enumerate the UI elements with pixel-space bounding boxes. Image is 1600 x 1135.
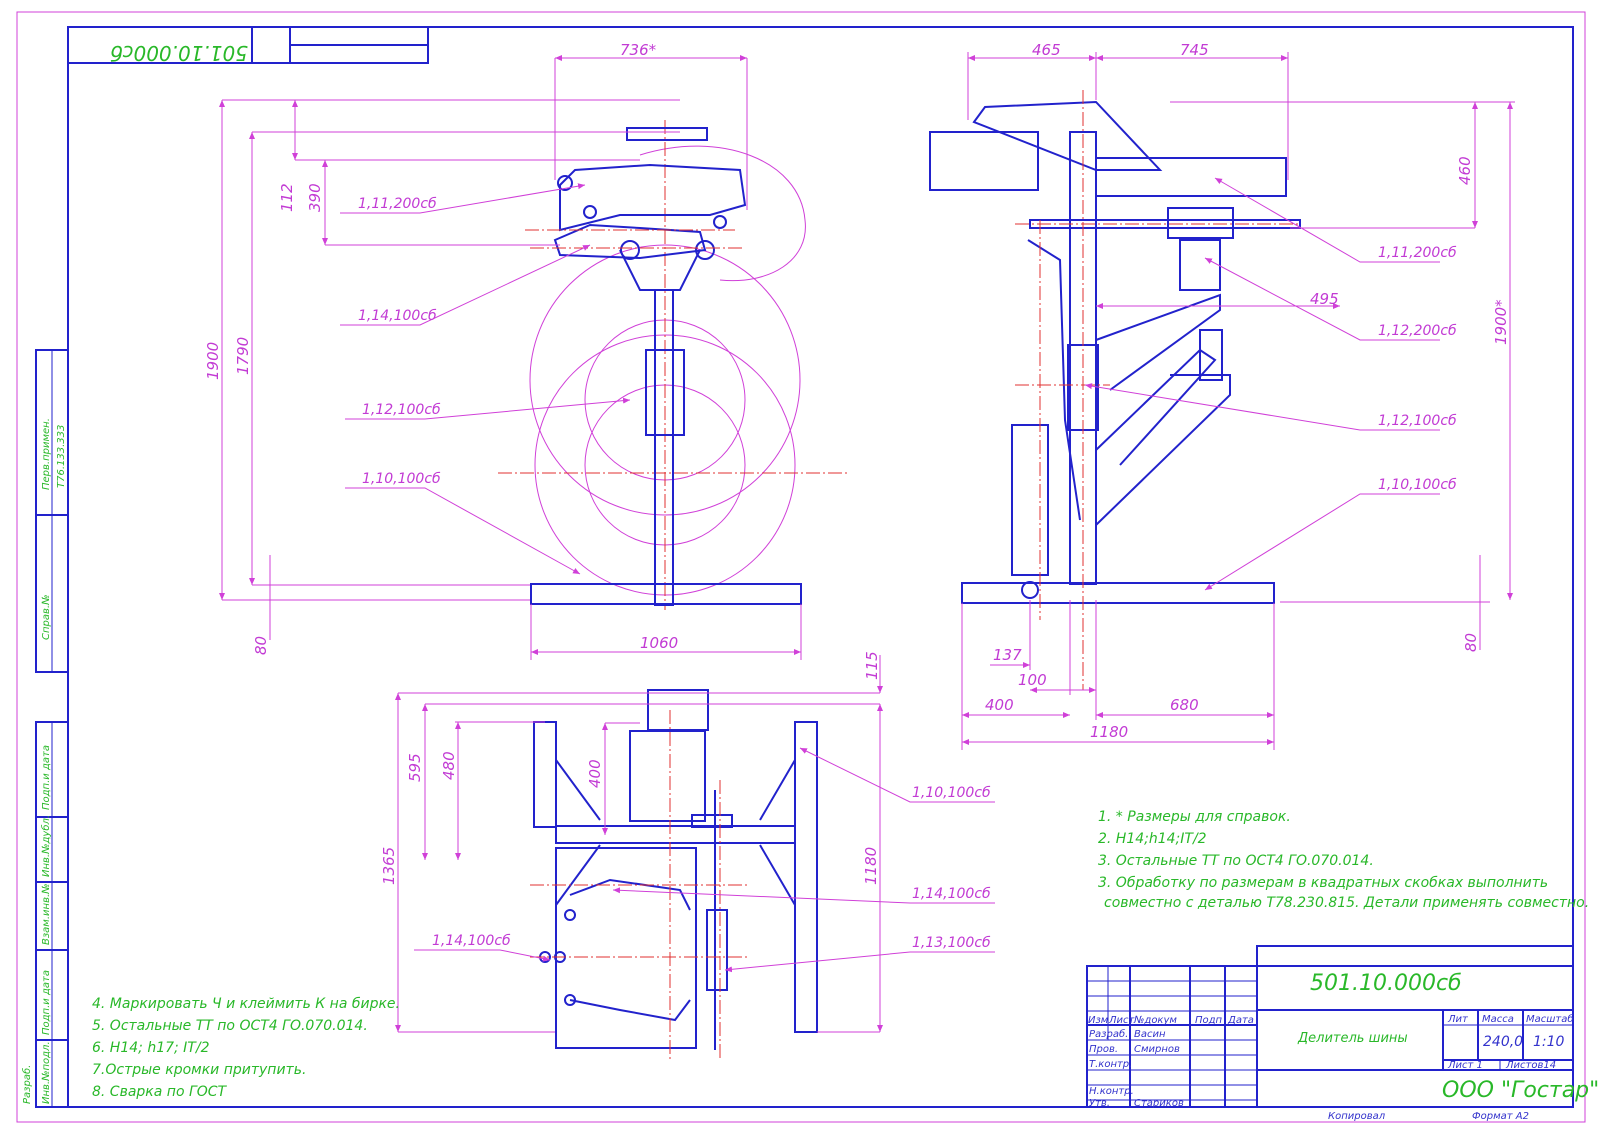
row-role-1: Разраб. bbox=[1089, 1028, 1128, 1040]
side-leader-2: 1,12,200сб bbox=[1378, 323, 1457, 339]
corner-code-box: 501.10.000сб bbox=[67, 26, 429, 65]
row-role-3: Т.контр. bbox=[1089, 1059, 1132, 1070]
note-right-1: 1. * Размеры для справок. bbox=[1098, 809, 1291, 825]
side-dim-1180: 1180 bbox=[1090, 723, 1128, 741]
side-dim-400: 400 bbox=[985, 696, 1014, 714]
side-dim-680: 680 bbox=[1170, 696, 1199, 714]
front-leader-3: 1,12,100сб bbox=[362, 402, 441, 418]
inv-dubl-label: Инв.№дубл. bbox=[40, 815, 52, 877]
side-dim-137: 137 bbox=[993, 646, 1022, 664]
title-block: 501.10.000сб Делитель шины ООО "Гостар" … bbox=[1086, 945, 1599, 1122]
note-right-3: 3. Остальные ТТ по ОСТ4 ГО.070.014. bbox=[1098, 853, 1374, 869]
note-left-4: 7.Острые кромки притупить. bbox=[92, 1062, 306, 1078]
note-right-5: совместно с деталью Т78.230.815. Детали … bbox=[1104, 895, 1589, 911]
front-dim-80: 80 bbox=[252, 636, 270, 655]
note-right-2: 2. Н14;h14;IT/2 bbox=[1098, 831, 1207, 847]
stamp-title: Делитель шины bbox=[1297, 1031, 1408, 1046]
podp-data-2-label: Подп.и дата bbox=[41, 970, 52, 1035]
front-leader-1: 1,11,200сб bbox=[358, 196, 437, 212]
top-leader-1: 1,10,100сб bbox=[912, 785, 991, 801]
left-strip: Перв.примен. Т76.133.333 Справ.№ Подп.и … bbox=[21, 349, 69, 1108]
side-dim-80: 80 bbox=[1462, 633, 1480, 652]
sheet-label: Лист 1 bbox=[1447, 1060, 1483, 1071]
front-dim-top: 736* bbox=[620, 41, 657, 59]
row-name-2: Смирнов bbox=[1134, 1044, 1180, 1055]
razrab-label: Разраб. bbox=[21, 1065, 33, 1104]
top-leader-4: 1,14,100сб bbox=[432, 933, 511, 949]
row-role-4: Н.контр. bbox=[1089, 1086, 1134, 1097]
scale-label: Масштаб bbox=[1526, 1013, 1574, 1025]
stamp-designation: 501.10.000сб bbox=[1310, 971, 1462, 996]
side-dim-100: 100 bbox=[1018, 671, 1047, 689]
top-dim-480: 480 bbox=[440, 751, 458, 780]
perv-primen-label: Перв.примен. bbox=[41, 418, 52, 490]
front-dim-112: 112 bbox=[278, 183, 296, 212]
note-left-5: 8. Сварка по ГОСТ bbox=[92, 1084, 228, 1100]
top-dim-595: 595 bbox=[406, 753, 424, 782]
side-dim-495: 495 bbox=[1310, 290, 1339, 308]
top-view: 115 595 480 400 1365 1180 1,10,100сб 1,1… bbox=[380, 651, 995, 1060]
note-left-2: 5. Остальные ТТ по ОСТ4 ГО.070.014. bbox=[92, 1018, 368, 1034]
col-izm: Изм bbox=[1088, 1015, 1109, 1026]
row-role-5: Утв. bbox=[1089, 1098, 1110, 1109]
vzam-inv-label: Взам.инв.№ bbox=[41, 883, 52, 945]
side-leader-4: 1,10,100сб bbox=[1378, 477, 1457, 493]
side-dim-1900s: 1900* bbox=[1492, 299, 1510, 345]
row-name-1: Васин bbox=[1134, 1029, 1166, 1040]
front-leader-2: 1,14,100сб bbox=[358, 308, 437, 324]
sprav-label: Справ.№ bbox=[41, 595, 52, 640]
top-leader-2: 1,14,100сб bbox=[912, 886, 991, 902]
copied-label: Копировал bbox=[1328, 1111, 1386, 1122]
note-right-4: 3. Обработку по размерам в квадратных ск… bbox=[1098, 875, 1548, 891]
inv-podl-label: Инв.№подл. bbox=[41, 1041, 52, 1104]
front-dim-1790: 1790 bbox=[234, 337, 252, 375]
stamp-company: ООО "Гостар" bbox=[1442, 1078, 1599, 1103]
corner-code: 501.10.000сб bbox=[110, 41, 248, 65]
front-leader-4: 1,10,100сб bbox=[362, 471, 441, 487]
col-podp: Подп bbox=[1195, 1015, 1223, 1026]
side-leader-1: 1,11,200сб bbox=[1378, 245, 1457, 261]
col-data: Дата bbox=[1227, 1015, 1254, 1026]
notes-right: 1. * Размеры для справок. 2. Н14;h14;IT/… bbox=[1098, 809, 1589, 911]
mass-value: 240,0 bbox=[1483, 1034, 1523, 1050]
side-dim-465: 465 bbox=[1032, 41, 1061, 59]
outer-border bbox=[16, 11, 1586, 1123]
col-list: Лист bbox=[1108, 1015, 1136, 1026]
top-dim-1365: 1365 bbox=[380, 847, 398, 885]
front-dim-1060: 1060 bbox=[640, 634, 678, 652]
front-dim-1900: 1900 bbox=[204, 342, 222, 380]
top-dim-115: 115 bbox=[863, 651, 881, 680]
side-dim-745: 745 bbox=[1180, 41, 1209, 59]
front-view: 736* 112 390 1900 1790 80 1060 1,11,200с… bbox=[204, 41, 850, 660]
mass-label: Масса bbox=[1482, 1014, 1514, 1025]
note-left-1: 4. Маркировать Ч и клеймить К на бирке. bbox=[92, 996, 400, 1012]
front-dim-390: 390 bbox=[306, 183, 324, 212]
scale-value: 1:10 bbox=[1533, 1034, 1565, 1050]
top-dim-400: 400 bbox=[586, 759, 604, 788]
lit-label: Лит bbox=[1447, 1014, 1469, 1025]
format-label: Формат А2 bbox=[1472, 1111, 1529, 1122]
perv-primen-value: Т76.133.333 bbox=[56, 425, 67, 488]
row-role-2: Пров. bbox=[1089, 1044, 1118, 1055]
note-left-3: 6. Н14; h17; IT/2 bbox=[92, 1040, 210, 1056]
side-leader-3: 1,12,100сб bbox=[1378, 413, 1457, 429]
top-leader-3: 1,13,100сб bbox=[912, 935, 991, 951]
side-dim-460: 460 bbox=[1456, 156, 1474, 185]
side-view: 465 745 460 1900* 80 495 137 100 400 680… bbox=[929, 41, 1515, 750]
top-dim-1180: 1180 bbox=[862, 847, 880, 885]
podp-data-1-label: Подп.и дата bbox=[41, 745, 52, 810]
notes-left: 4. Маркировать Ч и клеймить К на бирке. … bbox=[92, 996, 400, 1100]
col-doc: №докум bbox=[1133, 1015, 1177, 1026]
row-name-5: Стариков bbox=[1134, 1098, 1184, 1109]
sheets-label: Листов14 bbox=[1505, 1060, 1556, 1071]
